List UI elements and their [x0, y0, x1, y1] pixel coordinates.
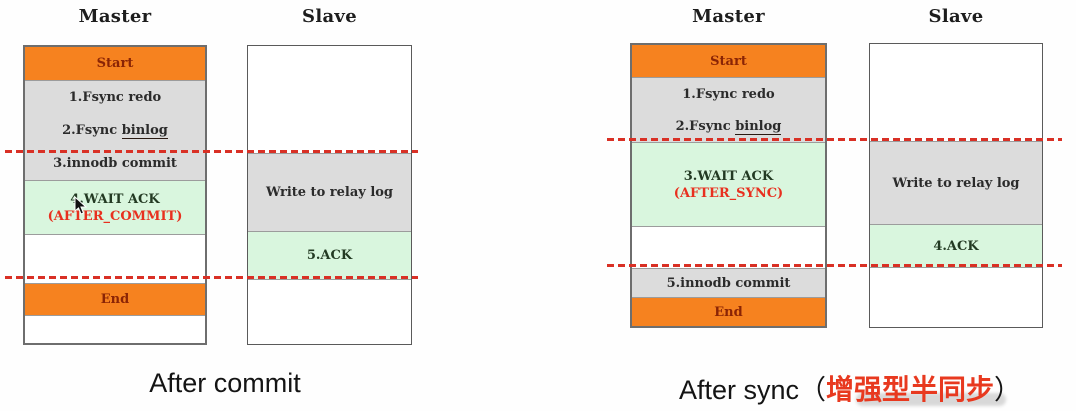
right-caption-highlight: 增强型半同步	[826, 374, 995, 405]
right-caption-suffix: ）	[994, 375, 1022, 405]
right-slave-ack: 4.ACK	[870, 224, 1042, 267]
left-master-step2: 2.Fsync binlog	[25, 114, 205, 147]
right-slave-box: Write to relay log 4.ACK	[869, 43, 1043, 328]
step2-prefix: 2.Fsync	[62, 123, 122, 138]
relay-label: Write to relay log	[892, 175, 1020, 191]
wait-ack-label: 4.WAIT ACK	[70, 191, 160, 207]
left-slave-bottom-spacer	[248, 279, 411, 344]
right-master-start: Start	[632, 45, 825, 77]
right-dashed-line-bottom	[607, 264, 1062, 267]
right-master-step2: 2.Fsync binlog	[632, 110, 825, 142]
left-master-end: End	[25, 283, 205, 315]
step2-prefix: 2.Fsync	[675, 118, 736, 134]
right-master-box: Start 1.Fsync redo 2.Fsync binlog 3.WAIT…	[630, 43, 827, 328]
right-slave-top-spacer	[870, 44, 1042, 141]
left-master-start: Start	[25, 47, 205, 80]
right-master-end: End	[632, 297, 825, 326]
watermark-smudge	[856, 393, 1006, 406]
left-master-step1: 1.Fsync redo	[25, 80, 205, 114]
step5-label: 5.innodb commit	[666, 275, 791, 291]
left-caption: After commit	[40, 368, 410, 399]
ack-label: 5.ACK	[306, 248, 353, 263]
wait-ack-mode-label: (AFTER_SYNC)	[673, 185, 784, 201]
step3-label: 3.innodb commit	[53, 156, 177, 171]
mouse-cursor-icon	[74, 196, 88, 215]
right-slave-title: Slave	[928, 6, 984, 27]
left-slave-ack: 5.ACK	[248, 231, 411, 279]
ack-label: 4.ACK	[933, 238, 979, 254]
left-master-box: Start 1.Fsync redo 2.Fsync binlog 3.inno…	[23, 45, 207, 345]
right-master-spacer	[632, 226, 825, 268]
step1-label: 1.Fsync redo	[682, 86, 775, 102]
left-slave-top-spacer	[248, 46, 411, 153]
left-master-spacer	[25, 234, 205, 283]
end-label: End	[714, 304, 743, 320]
left-master-title: Master	[78, 6, 152, 27]
step2-binlog-word: binlog	[735, 118, 782, 135]
wait-ack-mode-label: (AFTER_COMMIT)	[47, 208, 183, 224]
step2-label: 2.Fsync binlog	[676, 118, 782, 135]
right-master-step1: 1.Fsync redo	[632, 77, 825, 110]
right-caption: After sync（增强型半同步）	[630, 368, 1070, 408]
right-caption-prefix: After sync（	[678, 375, 827, 405]
start-label: Start	[710, 53, 747, 69]
right-master-title: Master	[692, 6, 765, 27]
relay-label: Write to relay log	[265, 185, 394, 200]
left-dashed-line-top	[5, 150, 418, 153]
left-master-bottom-spacer	[25, 315, 205, 343]
right-master-step5: 5.innodb commit	[632, 268, 825, 297]
step2-binlog-word: binlog	[121, 123, 168, 139]
left-slave-box: Write to relay log 5.ACK	[247, 45, 412, 345]
step2-label: 2.Fsync binlog	[62, 122, 168, 139]
right-slave-bottom-spacer	[870, 267, 1042, 327]
left-slave-relay: Write to relay log	[248, 153, 411, 231]
left-caption-text: After commit	[149, 368, 301, 398]
wait-ack-label: 3.WAIT ACK	[683, 168, 774, 184]
right-master-wait-ack: 3.WAIT ACK (AFTER_SYNC)	[632, 142, 825, 226]
start-label: Start	[96, 56, 134, 71]
end-label: End	[100, 292, 130, 307]
step1-label: 1.Fsync redo	[68, 90, 162, 105]
left-dashed-line-bottom	[5, 276, 418, 279]
right-dashed-line-top	[607, 138, 1062, 141]
left-slave-title: Slave	[302, 6, 357, 27]
right-slave-relay: Write to relay log	[870, 141, 1042, 224]
left-master-wait-ack: 4.WAIT ACK (AFTER_COMMIT)	[25, 180, 205, 234]
